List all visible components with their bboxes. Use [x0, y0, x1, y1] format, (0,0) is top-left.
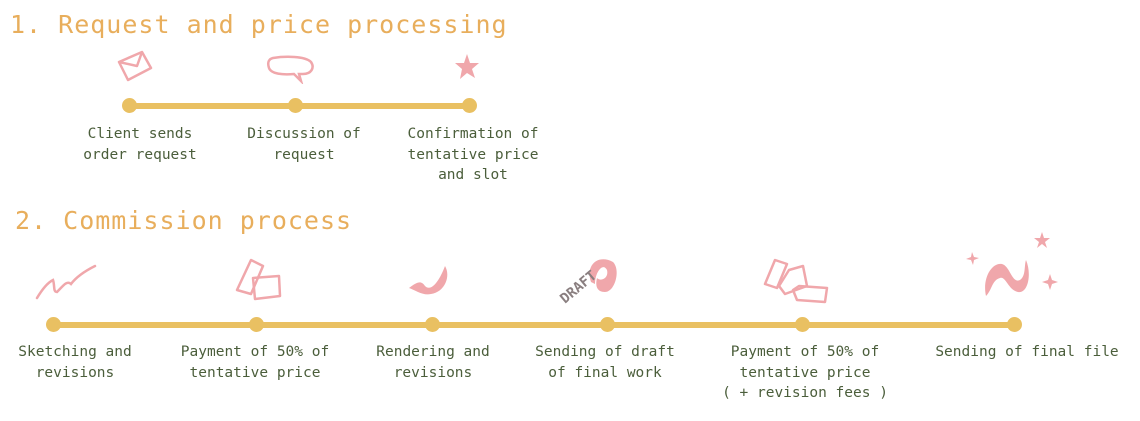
envelope-icon [117, 50, 153, 82]
section2-title: 2. Commission process [15, 206, 353, 235]
timeline-dot [462, 98, 477, 113]
timeline-dot [600, 317, 615, 332]
timeline-2 [53, 322, 1015, 328]
timeline-dot [288, 98, 303, 113]
timeline-dot [122, 98, 137, 113]
timeline-dot [425, 317, 440, 332]
money-icon [235, 258, 282, 301]
timeline-dot [1007, 317, 1022, 332]
money-stack-icon [763, 258, 829, 304]
draft-icon: DRAFT [557, 259, 617, 307]
star-icon [455, 54, 479, 79]
brush-stroke-icon [409, 266, 448, 295]
timeline-dot [249, 317, 264, 332]
sketch-stroke-icon [35, 264, 97, 300]
sparkle-stroke-icon [966, 232, 1058, 296]
timeline-dot [46, 317, 61, 332]
timeline-dot [795, 317, 810, 332]
section1-title: 1. Request and price processing [10, 10, 508, 39]
draft-stamp-text: DRAFT [557, 268, 600, 307]
step-label-final-file: Sending of final file [935, 344, 1119, 360]
speech-bubble-icon [266, 55, 314, 84]
